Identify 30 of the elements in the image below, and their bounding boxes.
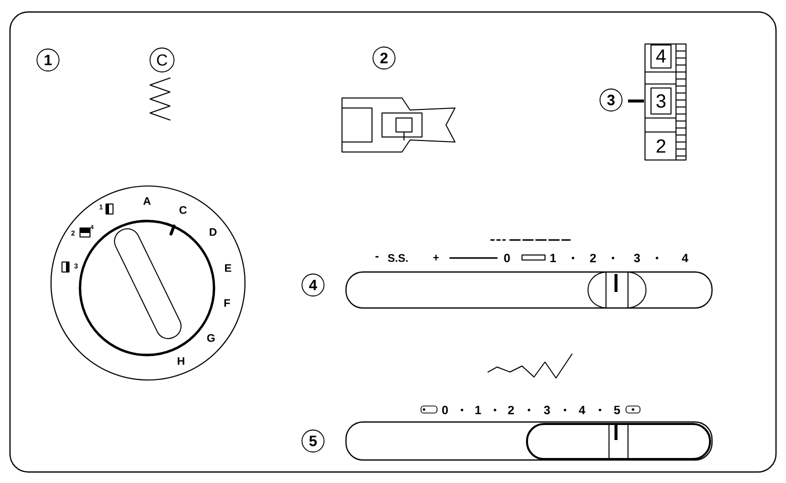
scale-number: 3 (544, 406, 550, 414)
scale-mark: - (375, 256, 379, 258)
setting-letter: F (224, 299, 230, 307)
scale-number: 2 (508, 406, 514, 414)
callout-number: 5 (302, 430, 324, 452)
scale-label: + (433, 254, 439, 260)
scale-number: 4 (682, 254, 688, 262)
dial-number: 2 (656, 139, 666, 153)
setting-letter: E (225, 264, 232, 272)
callout-number: 1 (36, 48, 60, 72)
scale-label: S.S. (388, 254, 408, 262)
scale-number: 1 (550, 254, 556, 262)
setting-letter: G (207, 334, 215, 342)
callout-number: 2 (372, 46, 396, 70)
scale-number: 4 (578, 406, 586, 414)
setting-letter: C (180, 206, 187, 214)
dial-number: 4 (656, 49, 666, 63)
callout-number: C (150, 48, 174, 72)
scale-number: 1 (475, 406, 481, 414)
callout-number: 3 (600, 88, 622, 112)
setting-letter: H (178, 357, 184, 365)
scale-number: 3 (634, 254, 640, 262)
callout-number: 4 (302, 274, 324, 296)
scale-number: 0 (504, 254, 510, 262)
setting-letter: A (143, 197, 151, 205)
scale-number: 0 (442, 406, 448, 414)
dial-number: 3 (656, 94, 666, 108)
scale-number: 2 (590, 254, 596, 262)
scale-number: 5 (614, 406, 620, 414)
setting-letter: D (210, 228, 217, 236)
